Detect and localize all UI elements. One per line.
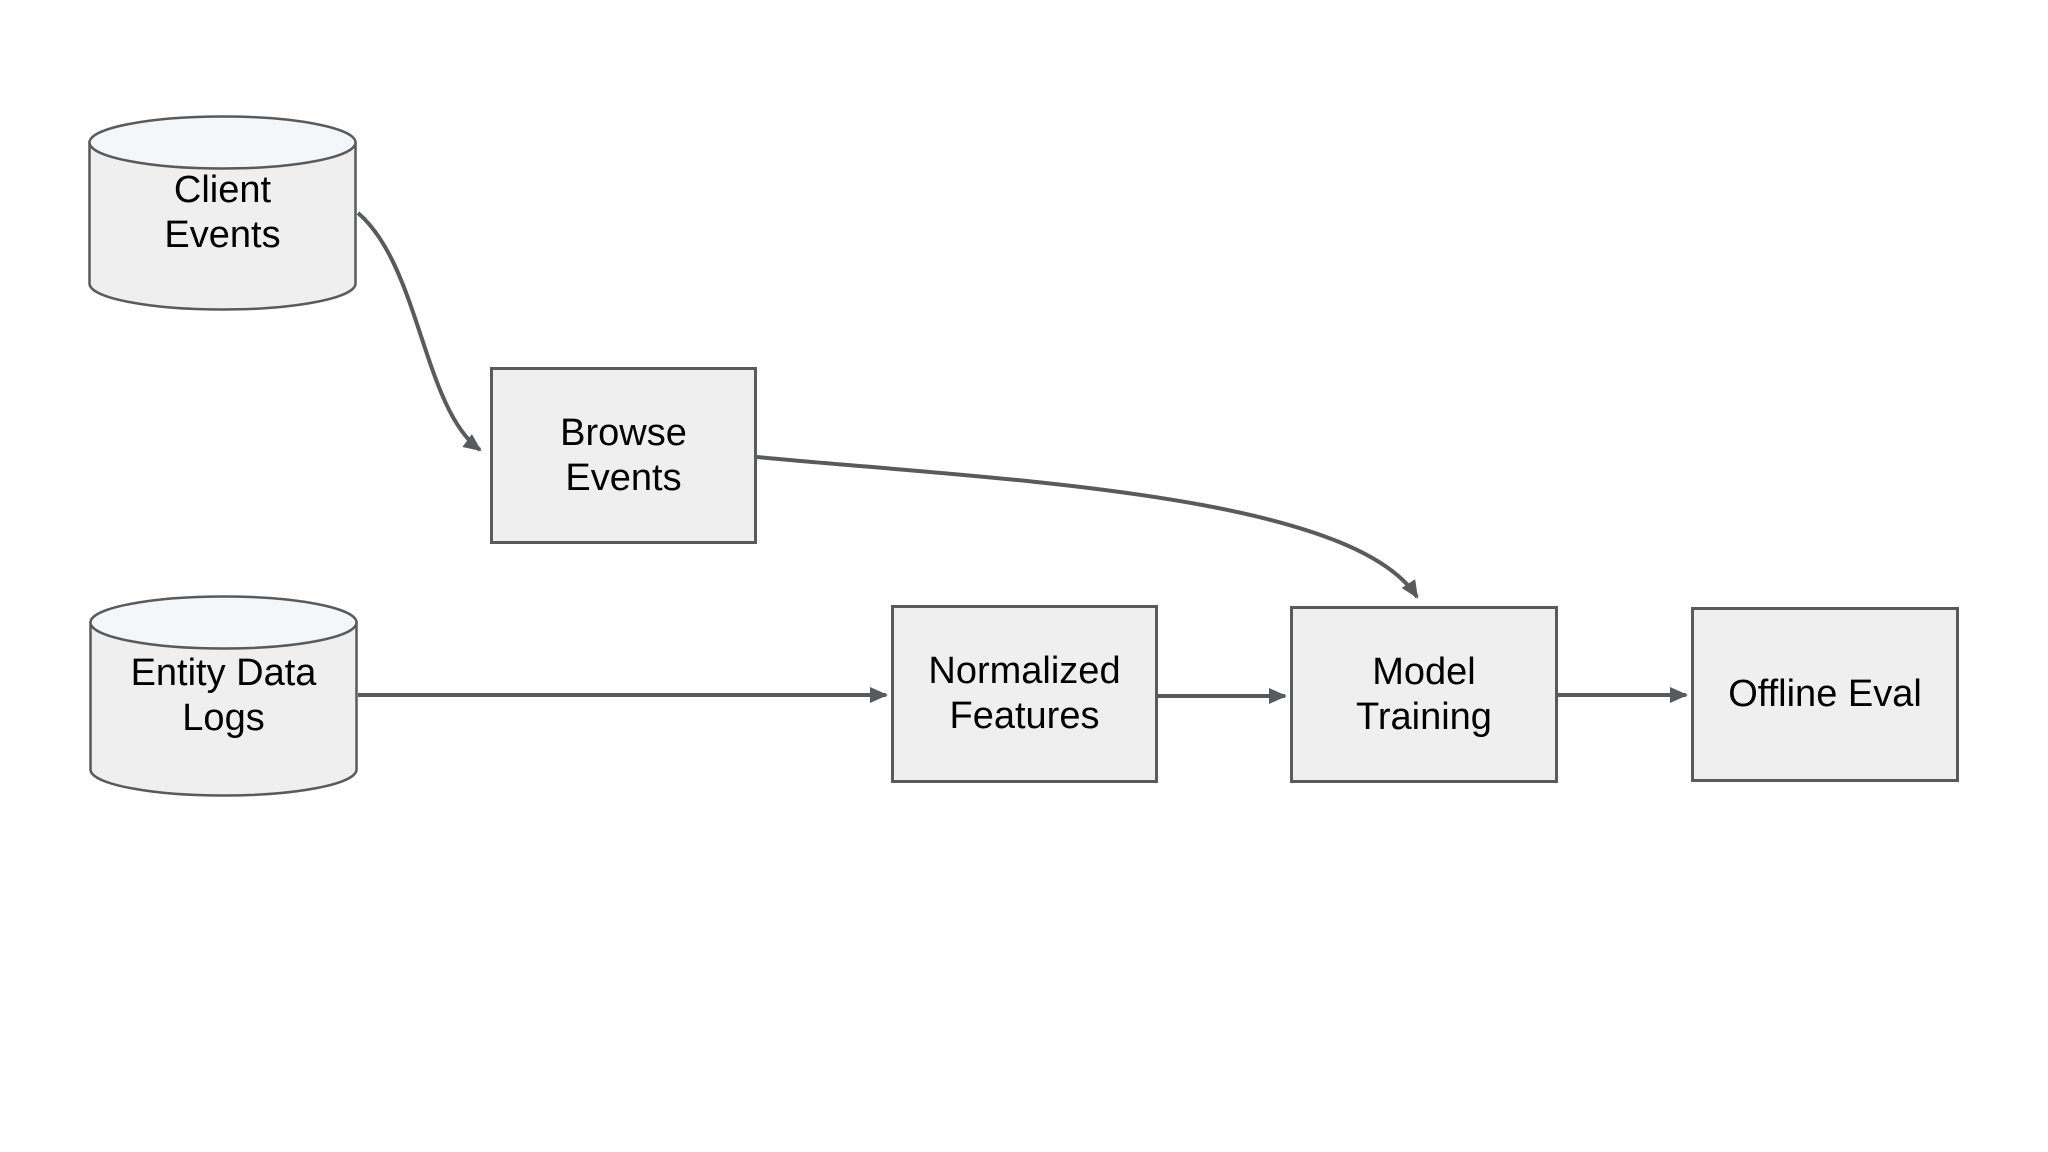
node-entity-data-logs[interactable]: Entity Data Logs [89,595,358,797]
node-label-model-training: Model Training [1356,650,1492,738]
node-browse-events[interactable]: Browse Events [490,367,757,544]
node-label-normalized-features: Normalized Features [928,650,1121,737]
node-client-events[interactable]: Client Events [88,115,357,311]
connector-client-events-to-browse-events [356,211,482,452]
node-label-client-events: Client Events [164,169,281,256]
node-label-browse-events: Browse Events [560,411,687,499]
node-normalized-features[interactable]: Normalized Features [891,605,1158,783]
node-label-entity-data-logs: Entity Data Logs [130,652,317,739]
node-model-training[interactable]: Model Training [1290,606,1558,783]
database-cylinder-icon [89,595,358,797]
database-cylinder-icon [88,115,357,311]
node-label-offline-eval: Offline Eval [1728,673,1922,715]
connector-browse-events-to-model-training [756,455,1419,599]
node-offline-eval[interactable]: Offline Eval [1691,607,1959,782]
